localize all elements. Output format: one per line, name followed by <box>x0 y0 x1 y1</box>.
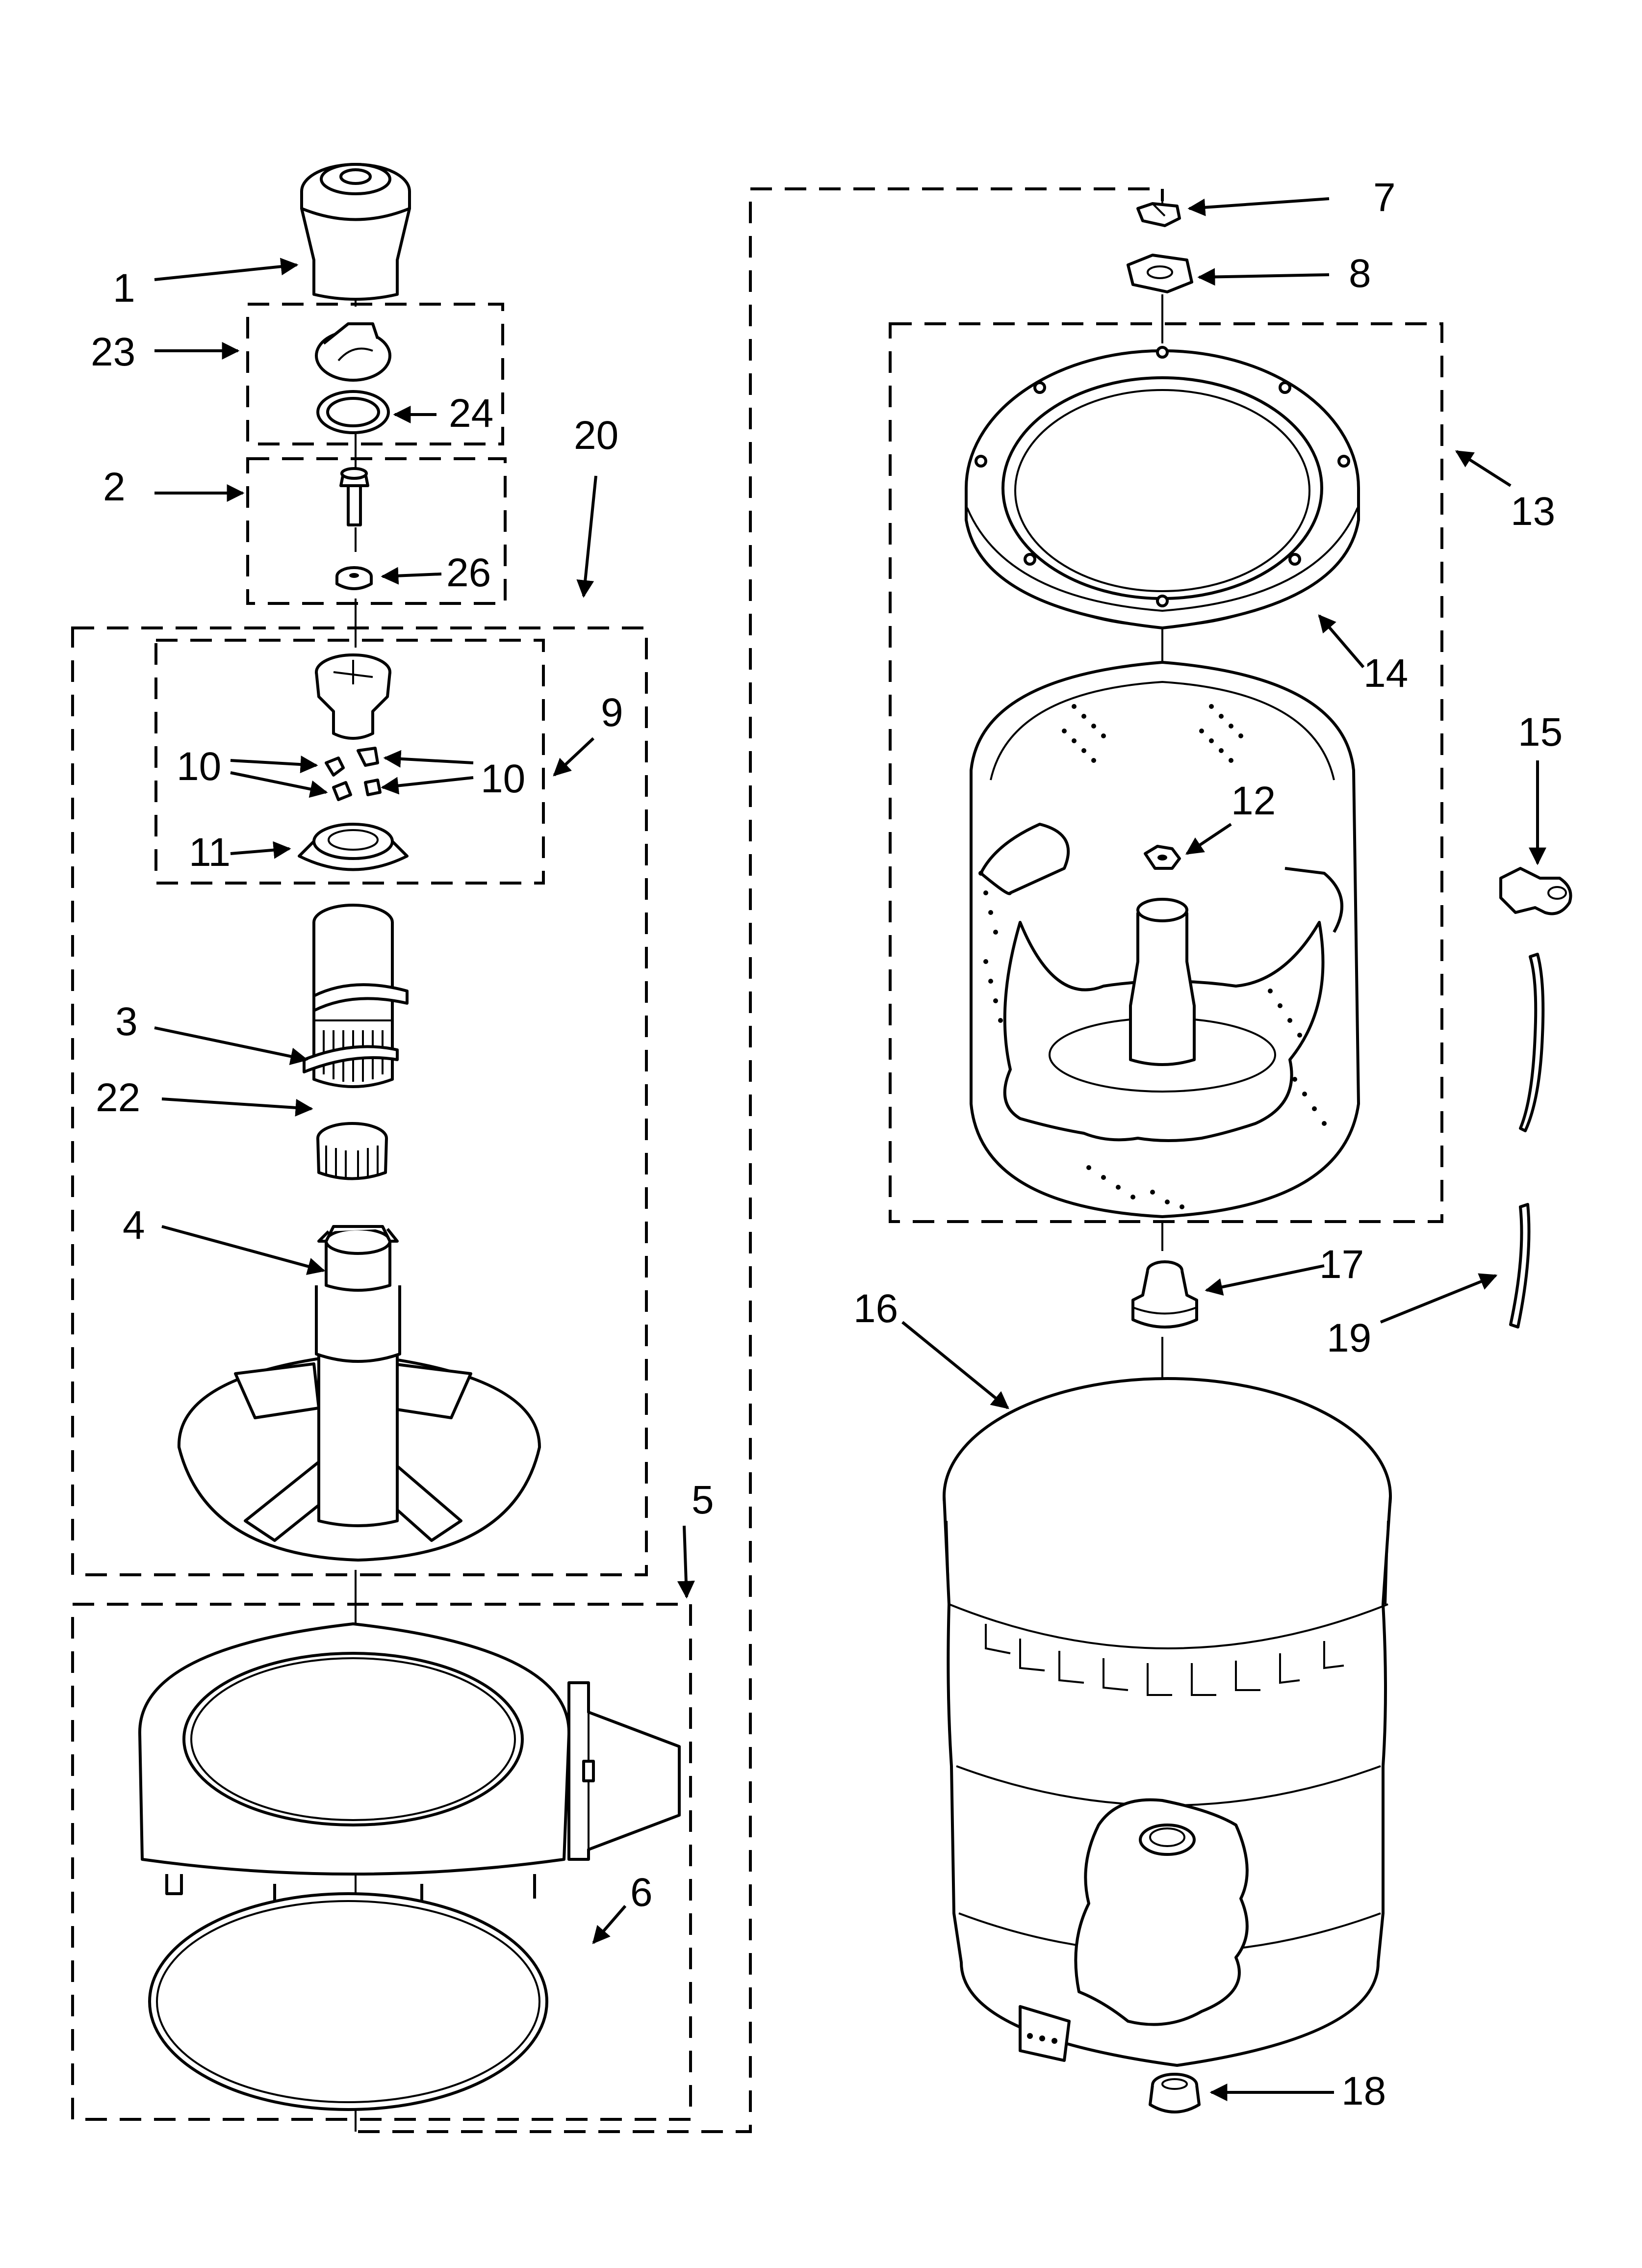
callout-18: 18 <box>1341 2069 1386 2113</box>
part-15-clip <box>1499 867 1572 915</box>
callout-1: 1 <box>113 266 135 311</box>
part-24-ring <box>316 390 390 434</box>
callout-20: 20 <box>574 413 618 458</box>
part-14-balance-ring <box>965 346 1360 629</box>
callout-7: 7 <box>1373 175 1396 220</box>
callout-2: 2 <box>103 465 126 509</box>
part-9-cam <box>315 653 391 740</box>
tub-ribs <box>985 1624 1344 1696</box>
basket-perforations <box>978 704 1327 1209</box>
leader-lines <box>154 197 1546 2101</box>
group-box-23 <box>246 303 504 445</box>
callout-16: 16 <box>853 1286 898 1331</box>
part-19-hose <box>1509 953 1545 1329</box>
part-1-dispenser <box>300 163 411 301</box>
part-7-nut <box>1136 202 1181 227</box>
part-13-basket <box>970 661 1360 1218</box>
callout-13: 13 <box>1511 489 1555 534</box>
connector-line <box>358 187 1164 2133</box>
group-box-9 <box>154 639 545 885</box>
group-box-13 <box>889 322 1443 1223</box>
part-26-washer <box>335 566 373 590</box>
callout-10-right: 10 <box>481 756 525 801</box>
callout-6: 6 <box>630 1870 653 1915</box>
part-11-retainer <box>298 823 409 871</box>
part-6-seal <box>148 1892 548 2111</box>
part-18-bushing <box>1149 2073 1201 2113</box>
callout-labels: 1 23 24 2 26 20 9 10 10 11 3 22 4 5 6 7 … <box>91 175 1563 2113</box>
part-2-bolt <box>339 467 369 526</box>
part-17-bushing <box>1131 1260 1198 1329</box>
callout-17: 17 <box>1319 1242 1364 1287</box>
part-5-tub-ring <box>138 1622 681 1908</box>
part-22-coupler <box>316 1122 388 1180</box>
callout-22: 22 <box>96 1075 140 1120</box>
part-3-auger <box>303 904 409 1088</box>
part-8-nut <box>1127 254 1193 293</box>
group-box-20 <box>71 626 648 1576</box>
callout-5: 5 <box>692 1478 714 1522</box>
callout-15: 15 <box>1518 710 1563 755</box>
part-16-tub <box>943 1377 1392 2067</box>
part-10-dogs <box>325 747 382 801</box>
group-box-2 <box>246 457 507 605</box>
callout-26: 26 <box>446 550 491 595</box>
callout-9: 9 <box>601 690 623 735</box>
callout-19: 19 <box>1327 1316 1371 1360</box>
callout-11: 11 <box>189 830 231 875</box>
callout-12: 12 <box>1231 779 1276 823</box>
callout-8: 8 <box>1349 251 1371 296</box>
part-4-agitator <box>177 1225 541 1562</box>
callout-14: 14 <box>1363 651 1408 696</box>
callout-10-left: 10 <box>177 744 221 789</box>
callout-23: 23 <box>91 330 135 374</box>
callout-3: 3 <box>115 999 138 1044</box>
callout-4: 4 <box>123 1203 145 1248</box>
group-box-5 <box>71 1603 692 2121</box>
callout-24: 24 <box>449 391 493 436</box>
group-boxes <box>71 187 1443 2133</box>
part-23-cap <box>315 322 391 382</box>
